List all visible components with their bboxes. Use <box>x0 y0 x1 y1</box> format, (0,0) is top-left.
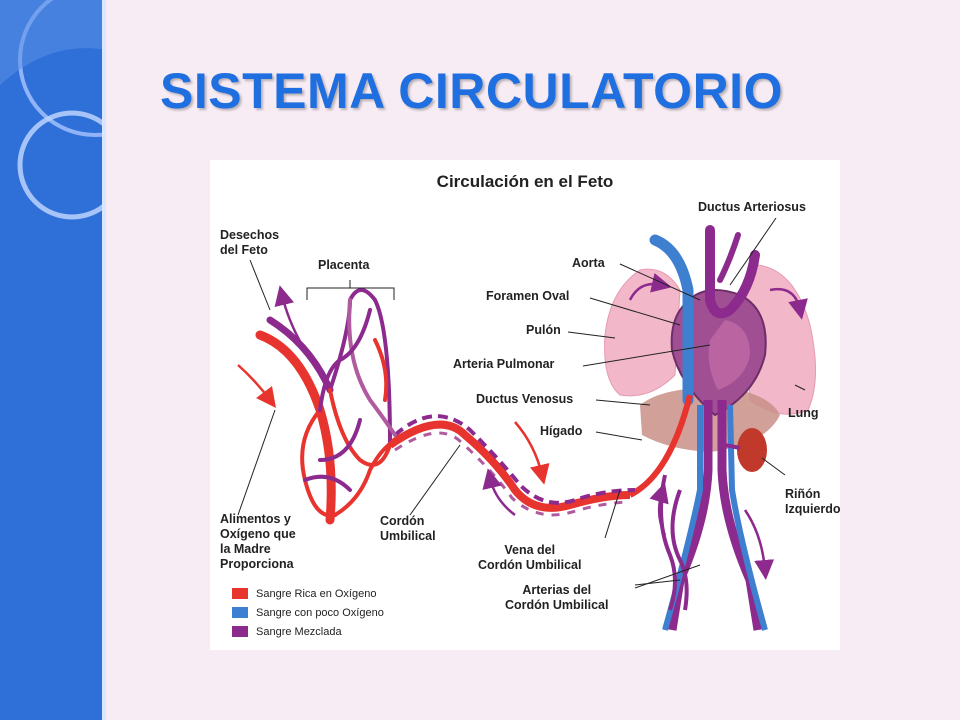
legend-label: Sangre Rica en Oxígeno <box>256 587 377 600</box>
legend-swatch-blue <box>232 607 248 618</box>
label-ductus-arteriosus: Ductus Arteriosus <box>698 200 806 214</box>
label-rinon-izquierdo: Riñón Izquierdo <box>785 487 841 516</box>
slide-title: SISTEMA CIRCULATORIO <box>160 63 783 119</box>
figure-title: Circulación en el Feto <box>436 172 614 191</box>
legend-label: Sangre Mezclada <box>256 625 342 638</box>
legend-item-oxygen-rich: Sangre Rica en Oxígeno <box>232 584 384 603</box>
legend-item-low-oxygen: Sangre con poco Oxígeno <box>232 603 384 622</box>
label-pulon: Pulón <box>526 323 561 337</box>
legend-item-mixed: Sangre Mezclada <box>232 622 384 641</box>
label-arterias-cordon: Arterias del Cordón Umbilical <box>505 583 609 612</box>
side-band-stripe <box>102 0 106 720</box>
fetal-circulation-illustration <box>237 217 816 631</box>
label-higado: Hígado <box>540 424 583 438</box>
label-arteria-pulmonar: Arteria Pulmonar <box>453 357 555 371</box>
label-alimentos: Alimentos y Oxígeno que la Madre Proporc… <box>220 512 296 571</box>
legend-swatch-purple <box>232 626 248 637</box>
legend: Sangre Rica en Oxígeno Sangre con poco O… <box>232 584 384 641</box>
label-desechos: Desechos del Feto <box>220 228 280 257</box>
legend-label: Sangre con poco Oxígeno <box>256 606 384 619</box>
side-accent-band <box>0 0 106 720</box>
legend-swatch-red <box>232 588 248 599</box>
label-aorta: Aorta <box>572 256 605 270</box>
label-ductus-venosus: Ductus Venosus <box>476 392 574 406</box>
decorative-circles <box>0 0 106 220</box>
fetal-circulation-figure: Circulación en el Feto Desechos del Feto… <box>210 160 841 650</box>
label-foramen-oval: Foramen Oval <box>486 289 570 303</box>
label-lung: Lung <box>788 406 819 420</box>
label-placenta: Placenta <box>318 258 370 272</box>
label-vena-cordon: Vena del Cordón Umbilical <box>478 543 582 572</box>
label-cordon-umbilical: Cordón Umbilical <box>380 514 436 543</box>
